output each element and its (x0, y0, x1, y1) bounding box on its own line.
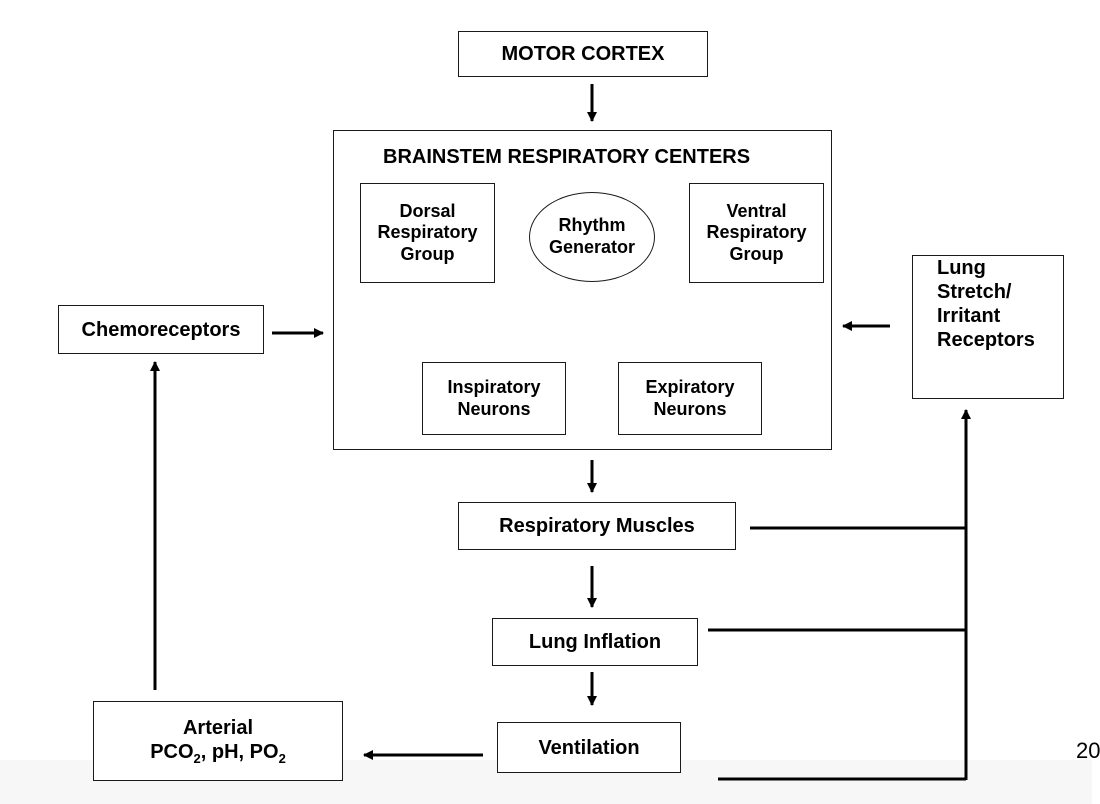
dorsal-line-2: Respiratory (377, 222, 478, 243)
lung-receptors-line-3: Irritant (937, 305, 1001, 327)
respiratory-muscles-label: Respiratory Muscles (499, 515, 695, 537)
ventral-respiratory-group-box: Ventral Respiratory Group (689, 183, 824, 283)
expiratory-neurons-box: Expiratory Neurons (618, 362, 762, 435)
inspiratory-line-2: Neurons (457, 398, 531, 419)
respiratory-muscles-box: Respiratory Muscles (458, 502, 736, 550)
rhythm-line-1: Rhythm (558, 215, 626, 236)
lung-stretch-irritant-receptors-box: Lung Stretch/ Irritant Receptors (912, 255, 1064, 399)
motor-cortex-box: MOTOR CORTEX (458, 31, 708, 77)
ventilation-box: Ventilation (497, 722, 681, 773)
lung-receptors-line-2: Stretch/ (937, 281, 1012, 303)
page-number: 20 (1076, 738, 1100, 763)
lung-inflation-box: Lung Inflation (492, 618, 698, 666)
lung-inflation-label: Lung Inflation (528, 631, 662, 653)
dorsal-line-3: Group (400, 243, 455, 264)
arterial-sub-2: 2 (278, 750, 286, 766)
expiratory-line-2: Neurons (653, 398, 727, 419)
inspiratory-line-1: Inspiratory (447, 376, 541, 397)
arterial-line-1: Arterial (182, 716, 254, 739)
motor-cortex-label: MOTOR CORTEX (501, 43, 665, 65)
lung-receptors-line-1: Lung (937, 257, 986, 279)
ventilation-label: Ventilation (538, 736, 640, 759)
arterial-sub-1: 2 (193, 750, 201, 766)
ventral-line-2: Respiratory (706, 222, 807, 243)
expiratory-line-1: Expiratory (645, 376, 735, 397)
rhythm-generator-ellipse: Rhythm Generator (529, 192, 655, 282)
chemoreceptors-label: Chemoreceptors (81, 318, 241, 341)
dorsal-respiratory-group-box: Dorsal Respiratory Group (360, 183, 495, 283)
inspiratory-neurons-box: Inspiratory Neurons (422, 362, 566, 435)
lung-receptors-line-4: Receptors (937, 329, 1035, 351)
brainstem-title: BRAINSTEM RESPIRATORY CENTERS (383, 146, 751, 168)
arterial-pco: PCO (150, 740, 194, 763)
chemoreceptors-box: Chemoreceptors (58, 305, 264, 354)
ventral-line-3: Group (729, 243, 784, 264)
dorsal-line-1: Dorsal (399, 200, 456, 221)
arterial-box: Arterial PCO2, pH, PO2 (93, 701, 343, 781)
arterial-mid: , pH, PO (200, 740, 279, 763)
ventral-line-1: Ventral (726, 200, 787, 221)
rhythm-line-2: Generator (548, 237, 636, 257)
arterial-line-2: PCO2, pH, PO2 (150, 740, 286, 767)
